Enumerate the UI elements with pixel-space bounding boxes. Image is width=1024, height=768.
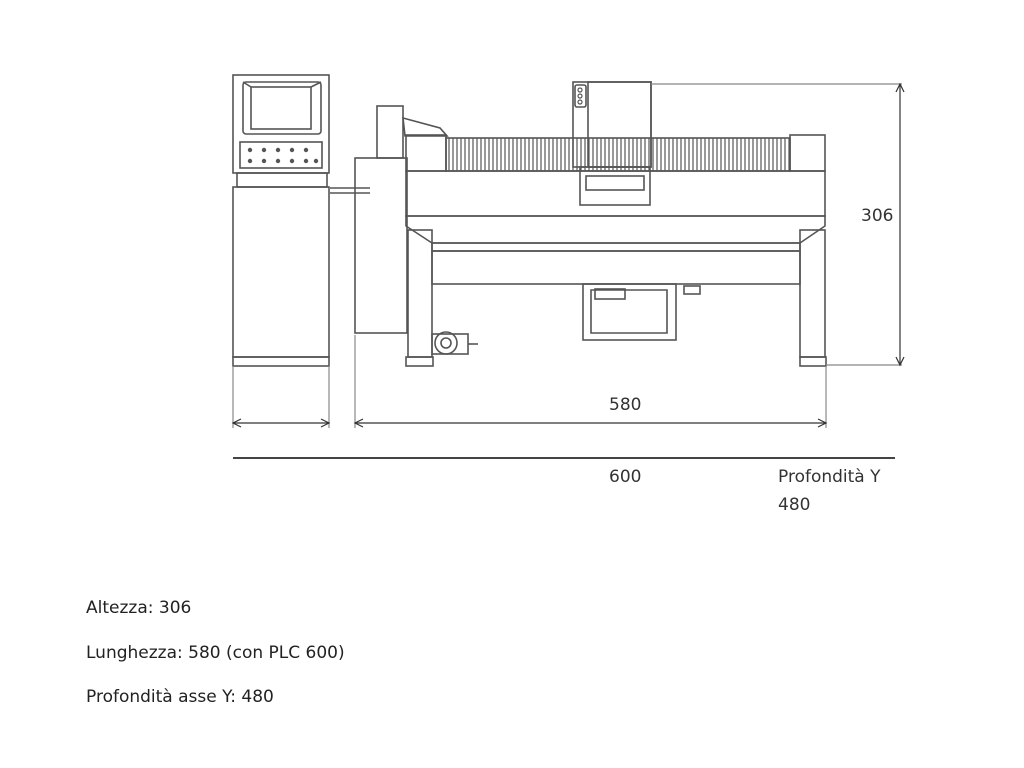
height-dimension-label: 306 (861, 206, 894, 226)
gantry-head (572, 81, 652, 206)
spec-height: Altezza: 306 (86, 598, 192, 618)
plc-buttons (247, 147, 319, 164)
dimension-height (651, 82, 905, 367)
plc-cabinet (232, 74, 370, 367)
side-panel (354, 105, 449, 334)
total-length-label: 600 (609, 467, 642, 487)
length-dimension-label: 580 (609, 395, 642, 415)
dimension-plc (231, 366, 331, 428)
dimension-length (353, 335, 828, 428)
motor-unit (431, 331, 478, 355)
depth-y-label: Profondità Y (778, 467, 881, 487)
spec-length: Lunghezza: 580 (con PLC 600) (86, 643, 345, 663)
lower-carriage (582, 283, 701, 341)
machine-frame (405, 134, 827, 367)
depth-y-value: 480 (778, 495, 811, 515)
spec-depth: Profondità asse Y: 480 (86, 687, 274, 707)
